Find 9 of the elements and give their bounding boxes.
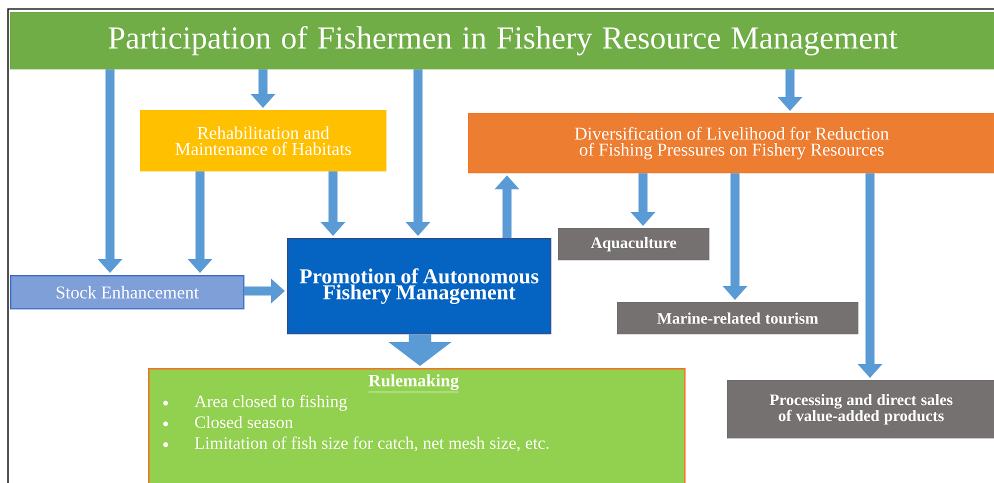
process-box: Marine-related tourism [617, 302, 858, 334]
process-box: Processing and direct sales of value-added products [727, 380, 994, 438]
rules-box: Rulemaking Area closed to fishing Closed season Limitation of fish size for catch, net mesh size, etc. [148, 368, 686, 483]
process-box: Diversification of Livelihood for Reduction of Fishing Pressures on Fishery Resources [468, 113, 994, 174]
process-box: Rehabilitation and Maintenance of Habitats [140, 110, 386, 172]
process-box: Aquaculture [558, 228, 710, 260]
process-box: Promotion of Autonomous Fishery Management [287, 238, 552, 334]
title-banner: Participation of Fishermen in Fishery Resource Management [10, 12, 994, 70]
process-box: Stock Enhancement [10, 275, 244, 310]
